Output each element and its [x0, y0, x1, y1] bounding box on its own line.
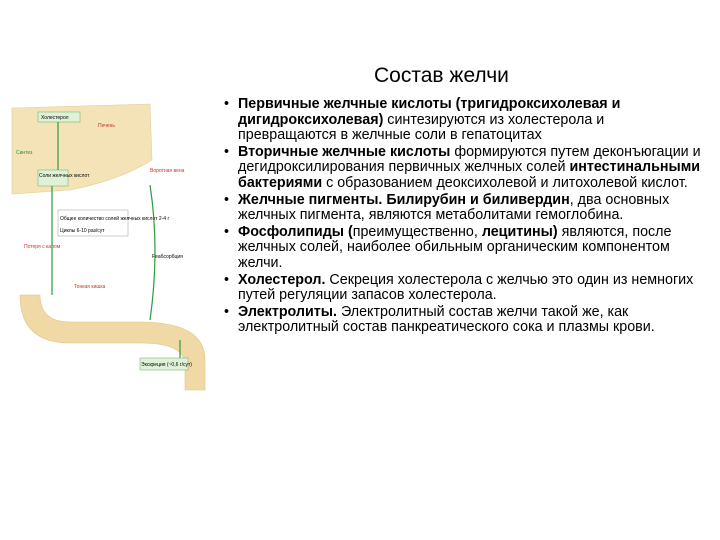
- feces-box: [139, 357, 189, 371]
- liver-label: Печень: [98, 123, 115, 129]
- bullet-item: Первичные желчные кислоты (тригидроксихо…: [222, 96, 702, 144]
- cholesterol-box: [37, 111, 81, 123]
- cholesterol-label: Холестерол: [41, 115, 69, 121]
- bullet-text: формируются путем деконъюгации и дегидро…: [238, 143, 701, 176]
- bullet-text: преимущественно,: [352, 223, 482, 240]
- bullet-item: Вторичные желчные кислоты формируются пу…: [222, 143, 702, 192]
- bullet-bold-text: интестинальными бактериями: [238, 159, 701, 191]
- intestine-shape: [19, 294, 206, 391]
- feces-label: Экскреция (~0,6 г/сут): [141, 362, 192, 368]
- pool-box: [57, 209, 129, 237]
- bullet-text: Секреция холестерола с желчью это один и…: [238, 271, 694, 304]
- portal-vein-label: Воротная вена: [150, 168, 185, 174]
- bullet-bold-text: Желчные пигменты. Билирубин и биливердин: [238, 191, 570, 208]
- loss-label: Потеря с калом: [24, 244, 61, 250]
- bullet-text: являются, после желчных солей, наиболее …: [238, 223, 672, 271]
- flow-arrow-return: [149, 184, 156, 321]
- bullet-item: Холестерол. Секреция холестерола с желчь…: [222, 271, 702, 304]
- cycles-label: Циклы 6-10 раз/сут: [60, 228, 105, 234]
- liver-shape: [11, 103, 153, 195]
- slide-title: Состав желчи: [374, 64, 509, 87]
- bullet-text: Электролитный состав желчи такой же, как…: [238, 303, 655, 336]
- bullet-bold-text: Вторичные желчные кислоты: [238, 143, 451, 160]
- bullet-bold-text: Фосфолипиды (: [238, 223, 353, 240]
- bile-salts-label: Соли желчных кислот: [39, 173, 90, 179]
- bullet-bold-text: Электролиты.: [238, 303, 337, 320]
- reabsorption-label: Реабсорбция: [152, 254, 183, 260]
- bullet-item: Фосфолипиды (преимущественно, лецитины) …: [222, 223, 702, 272]
- bullet-bold-text: лецитины): [481, 223, 558, 240]
- intestine-label: Тонкая кишка: [74, 284, 106, 290]
- synthesis-label: Синтез: [16, 150, 33, 156]
- bullet-item: Желчные пигменты. Билирубин и биливердин…: [222, 191, 702, 224]
- bullet-text: с образованием деоксихолевой и литохолев…: [322, 174, 688, 191]
- bullet-bold-text: Холестерол.: [238, 271, 326, 288]
- bile-enterohepatic-diagram: Холестерол Печень Синтез Соли желчных ки…: [11, 103, 206, 391]
- bullet-item: Электролиты. Электролитный состав желчи …: [222, 303, 702, 336]
- bile-salts-box: [37, 169, 69, 187]
- bullet-text: , два основных желчных пигмента, являютс…: [238, 191, 670, 224]
- bullet-text: синтезируются из холестерола и превращаю…: [238, 111, 605, 144]
- bullet-bold-text: Первичные желчные кислоты (тригидроксихо…: [238, 96, 621, 128]
- bullet-list: Первичные желчные кислоты (тригидроксихо…: [222, 96, 702, 337]
- pool-label: Общее количество солей желчных кислот 2-…: [60, 215, 169, 222]
